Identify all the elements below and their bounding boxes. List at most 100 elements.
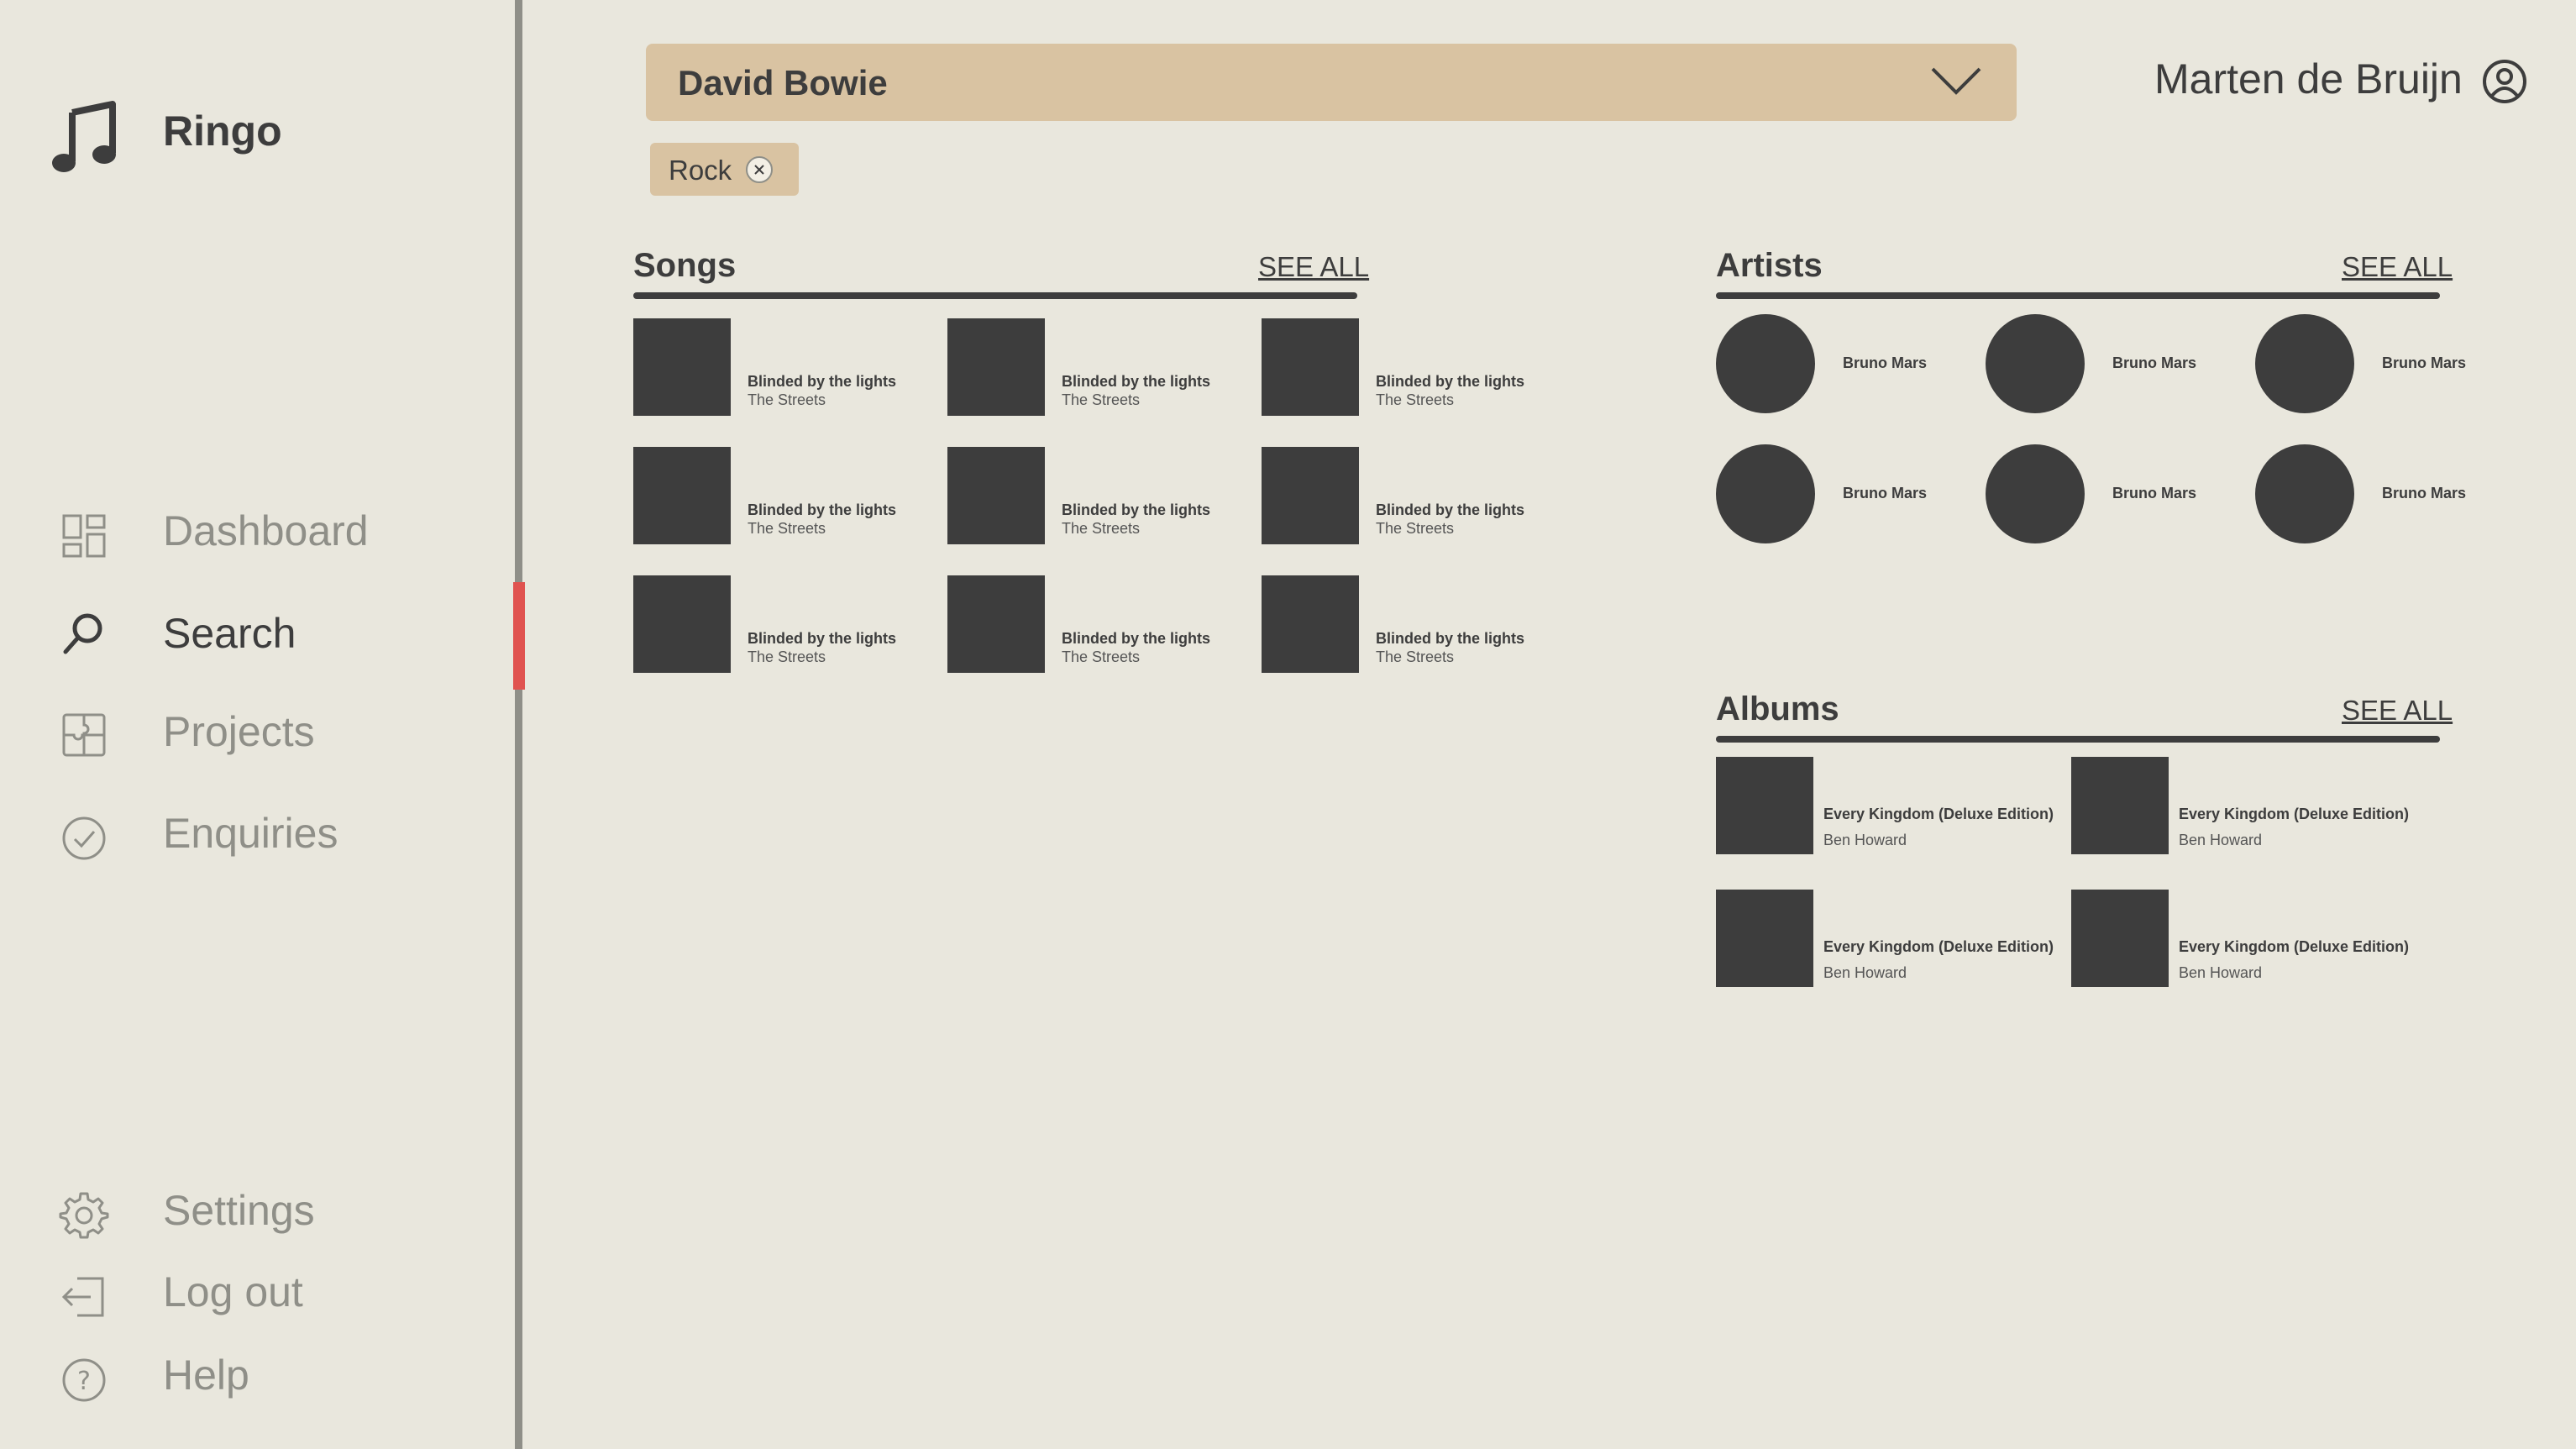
active-nav-indicator	[513, 582, 525, 690]
song-artist: The Streets	[748, 520, 826, 537]
artists-see-all-link[interactable]: SEE ALL	[2342, 251, 2453, 282]
albums-title: Albums	[1716, 690, 1839, 727]
album-artist: Ben Howard	[1823, 964, 1907, 981]
song-artist: The Streets	[1376, 520, 1455, 537]
artist-item[interactable]: Bruno Mars	[1716, 444, 1976, 543]
nav-search-label: Search	[163, 610, 296, 657]
svg-text:?: ?	[77, 1367, 91, 1396]
puzzle-icon	[62, 713, 106, 757]
album-title: Every Kingdom (Deluxe Edition)	[1823, 806, 2054, 822]
nav-dashboard-label: Dashboard	[163, 507, 369, 554]
artist-avatar	[2255, 444, 2354, 543]
song-item[interactable]: Blinded by the lights The Streets	[947, 575, 1250, 673]
artist-name: Bruno Mars	[1843, 485, 1928, 501]
help-icon: ?	[62, 1358, 106, 1402]
song-cover	[633, 318, 731, 416]
song-artist: The Streets	[1376, 648, 1455, 665]
song-cover	[1262, 318, 1359, 416]
user-avatar-icon[interactable]	[2482, 59, 2527, 104]
nav-help-label: Help	[163, 1352, 249, 1399]
songs-see-all-link[interactable]: SEE ALL	[1258, 251, 1370, 282]
song-title: Blinded by the lights	[748, 373, 897, 390]
song-cover	[1262, 575, 1359, 673]
song-item[interactable]: Blinded by the lights The Streets	[947, 318, 1250, 416]
album-item[interactable]: Every Kingdom (Deluxe Edition) Ben Howar…	[1716, 757, 2069, 854]
song-title: Blinded by the lights	[1376, 501, 1525, 518]
album-cover	[2071, 890, 2169, 987]
albums-see-all-link[interactable]: SEE ALL	[2342, 695, 2453, 726]
song-cover	[947, 447, 1045, 544]
album-artist: Ben Howard	[2179, 832, 2263, 848]
song-artist: The Streets	[1062, 648, 1141, 665]
nav-settings-label: Settings	[163, 1187, 315, 1234]
logout-icon	[61, 1277, 104, 1317]
gear-icon	[59, 1192, 109, 1239]
nav-search[interactable]: Search	[0, 595, 504, 670]
dashboard-grid-icon	[62, 514, 106, 558]
album-cover	[1716, 757, 1813, 854]
user-name: Marten de Bruijn	[2154, 55, 2463, 102]
artist-name: Bruno Mars	[1843, 354, 1928, 371]
nav-logout-label: Log out	[163, 1268, 303, 1315]
song-cover	[633, 447, 731, 544]
songs-title: Songs	[633, 247, 737, 284]
artist-avatar	[1716, 314, 1815, 413]
artist-search-select[interactable]: David Bowie	[646, 44, 2017, 121]
nav-projects-label: Projects	[163, 708, 315, 755]
albums-divider	[1716, 736, 2440, 743]
song-title: Blinded by the lights	[1062, 501, 1211, 518]
song-title: Blinded by the lights	[1062, 373, 1211, 390]
nav-projects[interactable]: Projects	[0, 693, 504, 769]
song-artist: The Streets	[1376, 391, 1455, 408]
song-item[interactable]: Blinded by the lights The Streets	[633, 318, 936, 416]
artist-name: Bruno Mars	[2382, 354, 2467, 371]
nav-help[interactable]: ? Help	[0, 1336, 504, 1412]
music-note-icon	[52, 101, 116, 172]
artist-avatar	[1986, 444, 2085, 543]
sidebar: Ringo Dashboard Search Projects Enquirie…	[0, 0, 516, 1449]
artist-name: Bruno Mars	[2112, 354, 2197, 371]
song-cover	[947, 575, 1045, 673]
artist-avatar	[1986, 314, 2085, 413]
song-title: Blinded by the lights	[748, 630, 897, 647]
song-cover	[947, 318, 1045, 416]
filter-chip[interactable]: Rock	[650, 143, 799, 196]
artist-item[interactable]: Bruno Mars	[2255, 444, 2516, 543]
album-cover	[1716, 890, 1813, 987]
song-item[interactable]: Blinded by the lights The Streets	[633, 575, 936, 673]
artist-name: Bruno Mars	[2382, 485, 2467, 501]
album-artist: Ben Howard	[2179, 964, 2263, 981]
album-title: Every Kingdom (Deluxe Edition)	[2179, 938, 2410, 955]
chevron-down-icon[interactable]	[1929, 64, 1983, 97]
album-title: Every Kingdom (Deluxe Edition)	[1823, 938, 2054, 955]
song-item[interactable]: Blinded by the lights The Streets	[947, 447, 1250, 544]
artist-avatar	[2255, 314, 2354, 413]
album-artist: Ben Howard	[1823, 832, 1907, 848]
song-artist: The Streets	[1062, 391, 1141, 408]
artist-item[interactable]: Bruno Mars	[2255, 314, 2516, 413]
song-title: Blinded by the lights	[1376, 630, 1525, 647]
artist-item[interactable]: Bruno Mars	[1986, 314, 2246, 413]
nav-logout[interactable]: Log out	[0, 1253, 504, 1329]
song-cover	[1262, 447, 1359, 544]
chip-label: Rock	[669, 155, 732, 186]
nav-settings[interactable]: Settings	[0, 1172, 504, 1247]
song-item[interactable]: Blinded by the lights The Streets	[1262, 318, 1564, 416]
artist-item[interactable]: Bruno Mars	[1716, 314, 1976, 413]
song-artist: The Streets	[748, 648, 826, 665]
nav-dashboard[interactable]: Dashboard	[0, 492, 504, 568]
close-icon[interactable]	[746, 156, 773, 183]
song-item[interactable]: Blinded by the lights The Streets	[1262, 447, 1564, 544]
artist-item[interactable]: Bruno Mars	[1986, 444, 2246, 543]
song-item[interactable]: Blinded by the lights The Streets	[633, 447, 936, 544]
album-cover	[2071, 757, 2169, 854]
song-title: Blinded by the lights	[1376, 373, 1525, 390]
song-item[interactable]: Blinded by the lights The Streets	[1262, 575, 1564, 673]
album-item[interactable]: Every Kingdom (Deluxe Edition) Ben Howar…	[2071, 890, 2424, 987]
select-value: David Bowie	[678, 63, 888, 102]
album-item[interactable]: Every Kingdom (Deluxe Edition) Ben Howar…	[1716, 890, 2069, 987]
nav-enquiries[interactable]: Enquiries	[0, 795, 504, 870]
song-artist: The Streets	[748, 391, 826, 408]
album-item[interactable]: Every Kingdom (Deluxe Edition) Ben Howar…	[2071, 757, 2424, 854]
app-name: Ringo	[163, 108, 282, 155]
